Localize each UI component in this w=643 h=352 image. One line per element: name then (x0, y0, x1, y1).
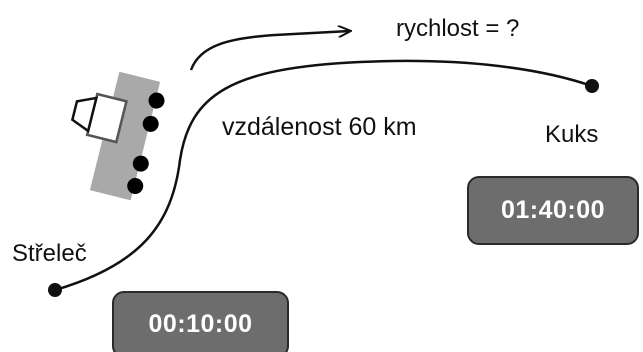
origin-point (48, 283, 62, 297)
vehicle-windshield (70, 96, 99, 134)
origin-label: Střeleč (12, 240, 87, 267)
departure-time-box: 00:10:00 (112, 291, 289, 352)
wheel (127, 177, 144, 194)
vehicle-body (89, 71, 161, 201)
wheel (132, 155, 149, 172)
direction-arrow (189, 31, 350, 71)
distance-label: vzdálenost 60 km (222, 113, 417, 141)
wheel (142, 115, 159, 132)
arrival-time-box: 01:40:00 (467, 176, 639, 245)
speed-label: rychlost = ? (396, 15, 520, 42)
wheel (148, 92, 165, 109)
departure-time: 00:10:00 (148, 310, 253, 338)
destination-point (585, 79, 599, 93)
arrival-time: 01:40:00 (500, 196, 606, 224)
vehicle-icon (70, 71, 165, 201)
destination-label: Kuks (545, 121, 599, 148)
route-path (54, 59, 593, 292)
